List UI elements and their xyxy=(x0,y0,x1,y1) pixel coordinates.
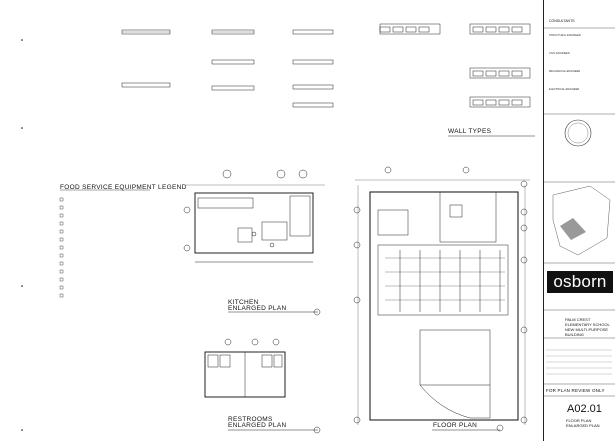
restrooms-plan-subtitle: ENLARGED PLAN xyxy=(228,422,287,429)
consultant-electrical: ELECTRICAL ENGINEER xyxy=(549,88,580,91)
wall-types-title: WALL TYPES xyxy=(448,128,492,135)
consultant-mechanical: MECHANICAL ENGINEER xyxy=(549,70,581,73)
restrooms-plan-title: RESTROOMS xyxy=(228,416,273,423)
kitchen-plan-title: KITCHEN xyxy=(228,299,259,306)
project-line-2: ELEMENTARY SCHOOL xyxy=(565,322,610,327)
sheet-name-line-1: FLOOR PLAN xyxy=(566,418,592,423)
restrooms-plan xyxy=(204,338,321,434)
sheet-number: A02.01 xyxy=(567,403,602,415)
titleblock-linework xyxy=(543,27,615,397)
equipment-legend-title: FOOD SERVICE EQUIPMENT LEGEND xyxy=(60,184,187,191)
kitchen-plan xyxy=(183,169,325,316)
legend-boxes xyxy=(59,189,150,298)
floor-plan-title: FLOOR PLAN xyxy=(433,422,478,429)
title-block xyxy=(543,0,615,441)
sheet-name: FLOOR PLAN ENLARGED PLAN xyxy=(566,418,600,428)
consultant-structural: STRUCTURAL ENGINEER xyxy=(549,34,581,37)
project-name: PALM CREST ELEMENTARY SCHOOL NEW MULTI-P… xyxy=(565,317,615,337)
consultant-civil: CIVIL ENGINEER xyxy=(549,52,570,55)
consultants-heading: CONSULTANTS xyxy=(549,19,575,23)
floor-plan xyxy=(353,166,530,432)
plan-review-note: FOR PLAN REVIEW ONLY xyxy=(546,388,605,393)
wall-type-details xyxy=(121,23,535,137)
osborn-logo: osborn xyxy=(547,271,613,293)
project-line-3: NEW MULTI-PURPOSE BUILDING xyxy=(565,327,609,337)
kitchen-plan-subtitle: ENLARGED PLAN xyxy=(228,305,287,312)
project-line-1: PALM CREST xyxy=(565,317,591,322)
sheet-name-line-2: ENLARGED PLAN xyxy=(566,423,600,428)
